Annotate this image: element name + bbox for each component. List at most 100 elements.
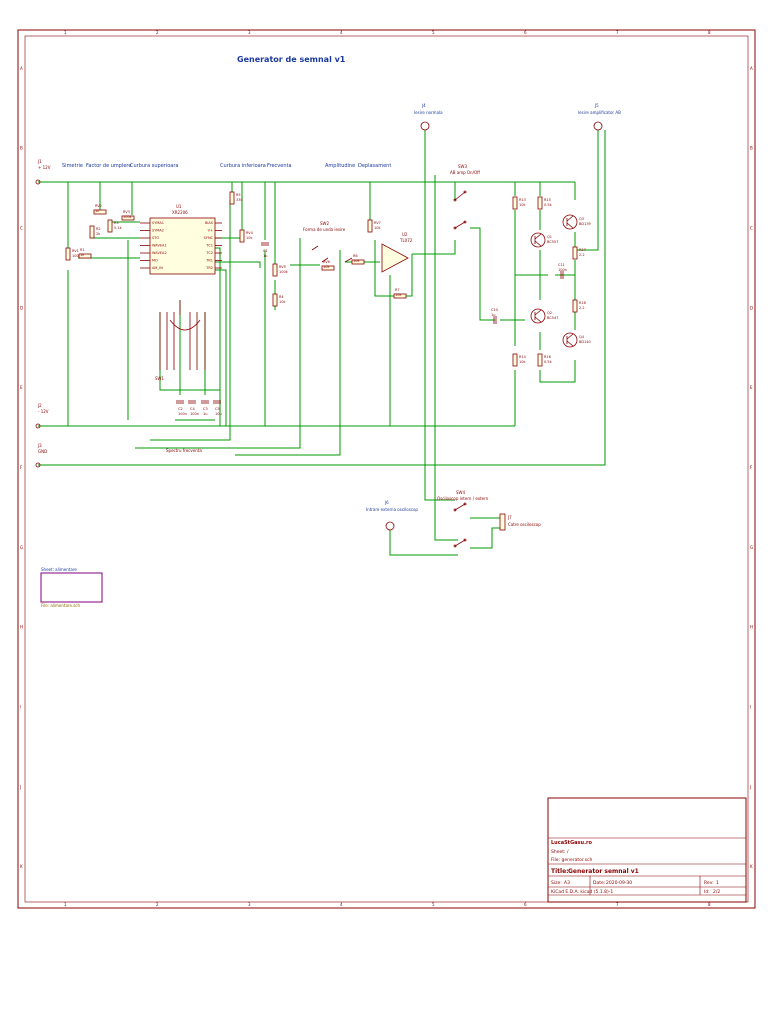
tb-company: LucaStGasu.ro (551, 840, 592, 846)
frame-col-top: 4 (340, 30, 343, 35)
resistor-ref: R7 (395, 288, 400, 292)
label-amp-ab: AB amp On/Off (450, 170, 480, 175)
connector-j1: J1 + 12V (35, 159, 51, 185)
resistor-value: 2.2 (579, 306, 585, 310)
frame-row-left: D (20, 305, 23, 310)
resistor-ref: R1 (80, 248, 85, 252)
capacitor-ref: C5 (215, 407, 220, 411)
label-sw4: SW4 (456, 490, 465, 495)
resistor-ref: RV3 (123, 210, 130, 214)
capacitor-ref: C11 (558, 263, 565, 267)
tb-rev-label: Rev: (704, 880, 714, 886)
label-curbura-superioara: Curbura superioara (130, 163, 178, 169)
resistor-value: 10k (353, 259, 360, 263)
wires (38, 130, 606, 556)
capacitor-value: 100n (190, 412, 199, 416)
u1-pin-label: SYMA2 (152, 229, 164, 233)
frame-row-right: J (749, 784, 751, 789)
u1-pin-label: BIAS (205, 221, 214, 225)
frame-row-left: F (20, 465, 23, 470)
frame-col-top: 6 (524, 30, 527, 35)
resistor-ref: R17 (579, 248, 586, 252)
resistor-value: 10k (519, 203, 526, 207)
frame-row-right: C (750, 226, 753, 231)
j7-value: Catre osciloscop (508, 522, 541, 527)
frame-row-left: B (20, 146, 23, 151)
transistor-ref: Q1 (547, 235, 552, 239)
transistor-value: BD140 (579, 340, 591, 344)
capacitor-ref: C4 (190, 407, 195, 411)
u1-pin-label: SYNC (204, 236, 214, 240)
capacitor-ref: C2 (178, 407, 183, 411)
j6-ref: J6 (384, 500, 389, 505)
j1-value: + 12V (38, 165, 51, 170)
frame-row-left: K (20, 864, 23, 869)
frame-row-right: D (750, 305, 753, 310)
resistor-value: 2k (96, 232, 101, 236)
frame-col-top: 5 (432, 30, 435, 35)
u1-pin-label: AM_IN (152, 266, 163, 270)
resistor-ref: RV7 (374, 221, 381, 225)
j2-value: - 12V (38, 409, 49, 414)
sheet-title: Generator de semnal v1 (237, 55, 346, 64)
capacitor-ref: C3 (203, 407, 208, 411)
label-sw3: SW3 (458, 164, 467, 169)
transistor-value: BD139 (579, 222, 591, 226)
net-label-spectru: Spectru frecventa (166, 448, 202, 453)
capacitor-value: 1u (263, 254, 267, 258)
label-frecventa: Frecventa (267, 163, 292, 169)
transistor-ref: Q2 (547, 311, 552, 315)
frame-col-top: 8 (708, 30, 711, 35)
capacitor-ref: C10 (491, 308, 498, 312)
resistor-value: 100k (72, 254, 82, 258)
tb-tool: KiCad E.D.A. kicad (5.1.8)-1 (551, 889, 613, 895)
label-curbura-inferioara: Curbura inferioara (220, 163, 266, 169)
u2-ref: U2 (402, 232, 408, 237)
frame-col-top: 1 (64, 30, 67, 35)
frame-row-right: H (750, 625, 753, 630)
hierarchical-sheet-alimentare: Sheet: alimentare File: alimentare.sch (40, 567, 103, 608)
resistor-value: 10k (323, 265, 330, 269)
resistor-ref: RV6 (323, 260, 330, 264)
j3-ref: J3 (37, 443, 42, 448)
frame-col-bottom: 1 (64, 902, 67, 907)
capacitor-value: 1u (491, 313, 495, 317)
resistor-value: 100k (279, 270, 289, 274)
frame-col-bottom: 6 (524, 902, 527, 907)
capacitor-value: 1u (203, 412, 207, 416)
tb-sheet: Sheet: / (551, 849, 569, 855)
frame-col-bottom: 8 (708, 902, 711, 907)
frame-col-top: 2 (156, 30, 159, 35)
resistor-value: 10k (519, 360, 526, 364)
frame-col-bottom: 3 (248, 902, 251, 907)
frame-row-right: E (750, 385, 753, 390)
frame-row-right: K (750, 864, 753, 869)
resistor-value: 1k (95, 209, 100, 213)
connector-j6: J6 Intrare externa osciloscop (366, 500, 418, 531)
resistor-value: 100k (123, 215, 133, 219)
label-simetrie: Simetrie (62, 163, 83, 169)
hier-sheet-name: Sheet: alimentare (41, 567, 77, 572)
u1-pin-label: WAVEA2 (152, 251, 167, 255)
label-sw1: SW1 (155, 376, 164, 381)
j6-value: Intrare externa osciloscop (366, 507, 418, 512)
tb-size: A3 (564, 880, 570, 886)
